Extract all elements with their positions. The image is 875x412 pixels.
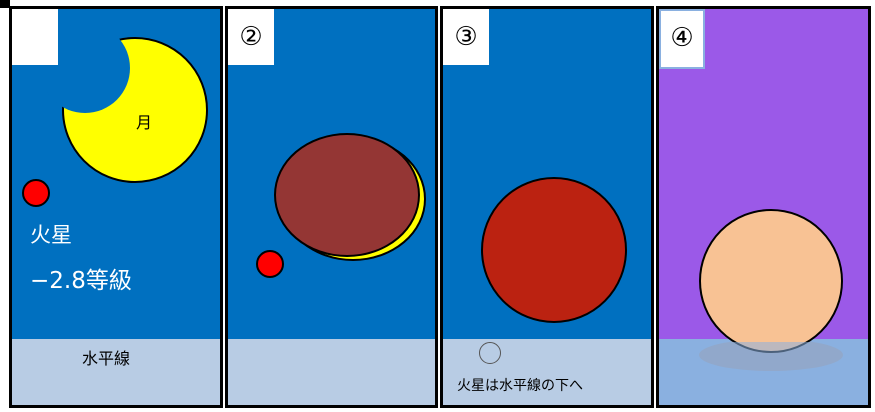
mars — [256, 250, 284, 278]
corner-mark — [0, 0, 10, 8]
panel-1: ① 月 火星 −2.8等級 水平線 — [9, 6, 223, 408]
panel-4: ④ — [656, 6, 871, 408]
panel-number-badge: ④ — [659, 9, 705, 69]
below-horizon-note: 火星は水平線の下へ — [457, 378, 583, 394]
panel-3: ③ 火星は水平線の下へ — [440, 6, 654, 408]
ground-overlay — [659, 342, 868, 405]
eclipsed-moon — [274, 133, 420, 257]
ground — [228, 339, 435, 405]
ground — [12, 339, 220, 405]
panel-number-badge: ② — [228, 9, 274, 65]
panel-number-badge: ③ — [443, 9, 489, 65]
moon-label: 月 — [136, 113, 153, 132]
horizon-label: 水平線 — [82, 349, 131, 368]
eclipsed-moon — [481, 177, 627, 323]
mars-outline-below-horizon — [479, 342, 501, 364]
panel-2: ② — [225, 6, 438, 408]
mars-magnitude: −2.8等級 — [30, 268, 132, 294]
rising-moon — [699, 209, 843, 353]
ground — [443, 339, 651, 405]
mars-name: 火星 — [30, 223, 72, 247]
mars — [22, 179, 50, 207]
panel-number-badge-overlay — [12, 9, 58, 65]
